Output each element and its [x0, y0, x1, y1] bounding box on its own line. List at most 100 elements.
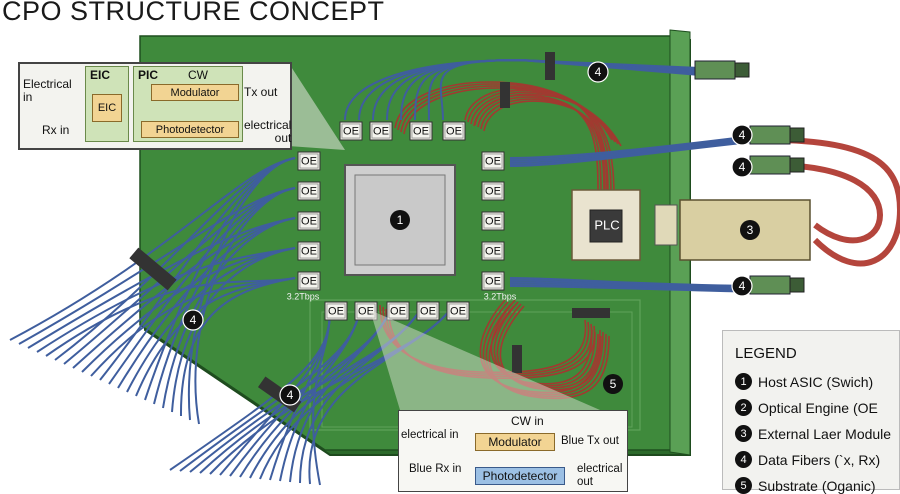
optical-engine-face — [299, 183, 319, 199]
legend-marker: 3 — [735, 425, 752, 442]
fiber-connector — [749, 275, 791, 295]
diagram-title: CPO STRUCTURE CONCEPT — [2, 0, 385, 26]
legend-item: 1 Host ASIC (Swich) — [735, 373, 873, 390]
fiber-marker-circle — [731, 124, 753, 146]
fiber-connector-boot — [734, 62, 750, 78]
cable-tie — [129, 247, 177, 291]
inset-bottom: CW in electrical in Modulator Blue Tx ou… — [398, 410, 628, 492]
asic-marker-circle — [390, 210, 410, 230]
fiber-connector-boot — [789, 157, 805, 173]
red-fiber-loop — [769, 162, 884, 244]
optical-engine-face — [483, 243, 503, 259]
inset-bottom-electrical-out: electrical out — [577, 463, 623, 488]
fiber-connector — [694, 60, 736, 80]
modulator-block: Modulator — [151, 84, 239, 101]
optical-engine-face — [299, 243, 319, 259]
fiber-marker-circle — [731, 156, 753, 178]
optical-engine-face — [418, 303, 438, 319]
red-trace — [490, 299, 593, 385]
oe-label: OE — [301, 155, 317, 167]
oe-label: OE — [301, 245, 317, 257]
inset-top-electrical-in: Electrical in — [23, 77, 72, 104]
eic-header: EIC — [90, 68, 111, 82]
optical-engine-face — [326, 303, 346, 319]
blue-fiber — [299, 309, 421, 484]
inset-bottom-electrical-in: electrical in — [401, 429, 459, 441]
cable-tie — [545, 52, 555, 80]
substrate-marker-circle — [603, 374, 623, 394]
oe-label: OE — [301, 185, 317, 197]
legend-item: 3 External Laer Module — [735, 425, 891, 442]
optical-engine-face — [341, 123, 361, 139]
blue-fiber — [308, 309, 451, 485]
fiber-connector-boot — [789, 127, 805, 143]
legend-label: Substrate (Oganic) — [758, 477, 876, 494]
legend-item: 5 Substrate (Oganic) — [735, 477, 876, 494]
red-trace — [485, 303, 607, 398]
red-trace — [382, 306, 590, 376]
red-trace — [385, 308, 593, 378]
blue-fiber — [187, 157, 296, 421]
oe-label: OE — [328, 305, 344, 317]
fiber-marker: 4 — [287, 388, 294, 402]
blue-fiber — [312, 309, 331, 486]
blue-fiber — [289, 309, 391, 483]
optical-engine-face — [483, 153, 503, 169]
oe-label: OE — [390, 305, 406, 317]
throughput-right: 3.2Tbps — [484, 291, 517, 301]
blue-fiber — [509, 137, 761, 163]
legend: LEGEND 1 Host ASIC (Swich) 2 Optical Eng… — [722, 330, 900, 494]
blue-fiber — [509, 138, 761, 165]
laser-marker-circle — [740, 220, 760, 240]
red-trace — [482, 301, 604, 396]
legend-title: LEGEND — [735, 345, 797, 362]
oe-label: OE — [373, 125, 389, 137]
fiber-connector — [749, 155, 791, 175]
optical-engine-face — [299, 153, 319, 169]
cw-label: CW — [188, 68, 208, 82]
blue-fiber — [509, 277, 761, 287]
red-trace — [479, 299, 601, 394]
blue-fiber — [509, 135, 761, 161]
oe-label: OE — [450, 305, 466, 317]
oe-label: OE — [343, 125, 359, 137]
optical-engine-face — [299, 213, 319, 229]
red-trace — [403, 87, 622, 147]
optical-engine-face — [388, 303, 408, 319]
laser-marker: 3 — [747, 223, 754, 237]
inset-top-electrical-out: electrical out — [244, 118, 292, 145]
photodetector-block: Photodetector — [141, 121, 239, 138]
oe-label: OE — [485, 155, 501, 167]
blue-fiber — [509, 285, 761, 293]
oe-label: OE — [301, 215, 317, 227]
blue-fiber — [509, 281, 761, 290]
red-trace — [483, 100, 608, 197]
legend-item: 2 Optical Engine (OE — [735, 399, 878, 416]
blue-rx-in-label: Blue Rx in — [409, 463, 462, 475]
legend-marker: 4 — [735, 451, 752, 468]
throughput-left: 3.2Tbps — [287, 291, 320, 301]
cable-tie — [500, 82, 510, 108]
blue-fiber — [179, 277, 296, 417]
blue-fiber — [509, 140, 761, 167]
pic-header: PIC — [138, 68, 159, 82]
asic-marker: 1 — [397, 213, 404, 227]
oe-label: OE — [301, 275, 317, 287]
blue-fiber — [194, 187, 296, 425]
oe-label: OE — [446, 125, 462, 137]
blue-tx-out-label: Blue Tx out — [561, 435, 619, 447]
callout-cone — [288, 62, 345, 150]
red-trace — [493, 301, 596, 387]
legend-label: Data Fibers (`x, Rx) — [758, 451, 881, 468]
inset-top: Electrical in EIC EIC PIC CW Modulator T… — [18, 62, 292, 150]
fiber-marker-circle — [182, 309, 204, 331]
oe-label: OE — [485, 245, 501, 257]
plc-label: PLC — [594, 217, 619, 232]
fiber-marker: 4 — [595, 65, 602, 79]
optical-engine-face — [356, 303, 376, 319]
oe-label: OE — [413, 125, 429, 137]
legend-item: 4 Data Fibers (`x, Rx) — [735, 451, 880, 468]
red-trace — [496, 303, 599, 389]
fiber-marker: 4 — [739, 128, 746, 142]
